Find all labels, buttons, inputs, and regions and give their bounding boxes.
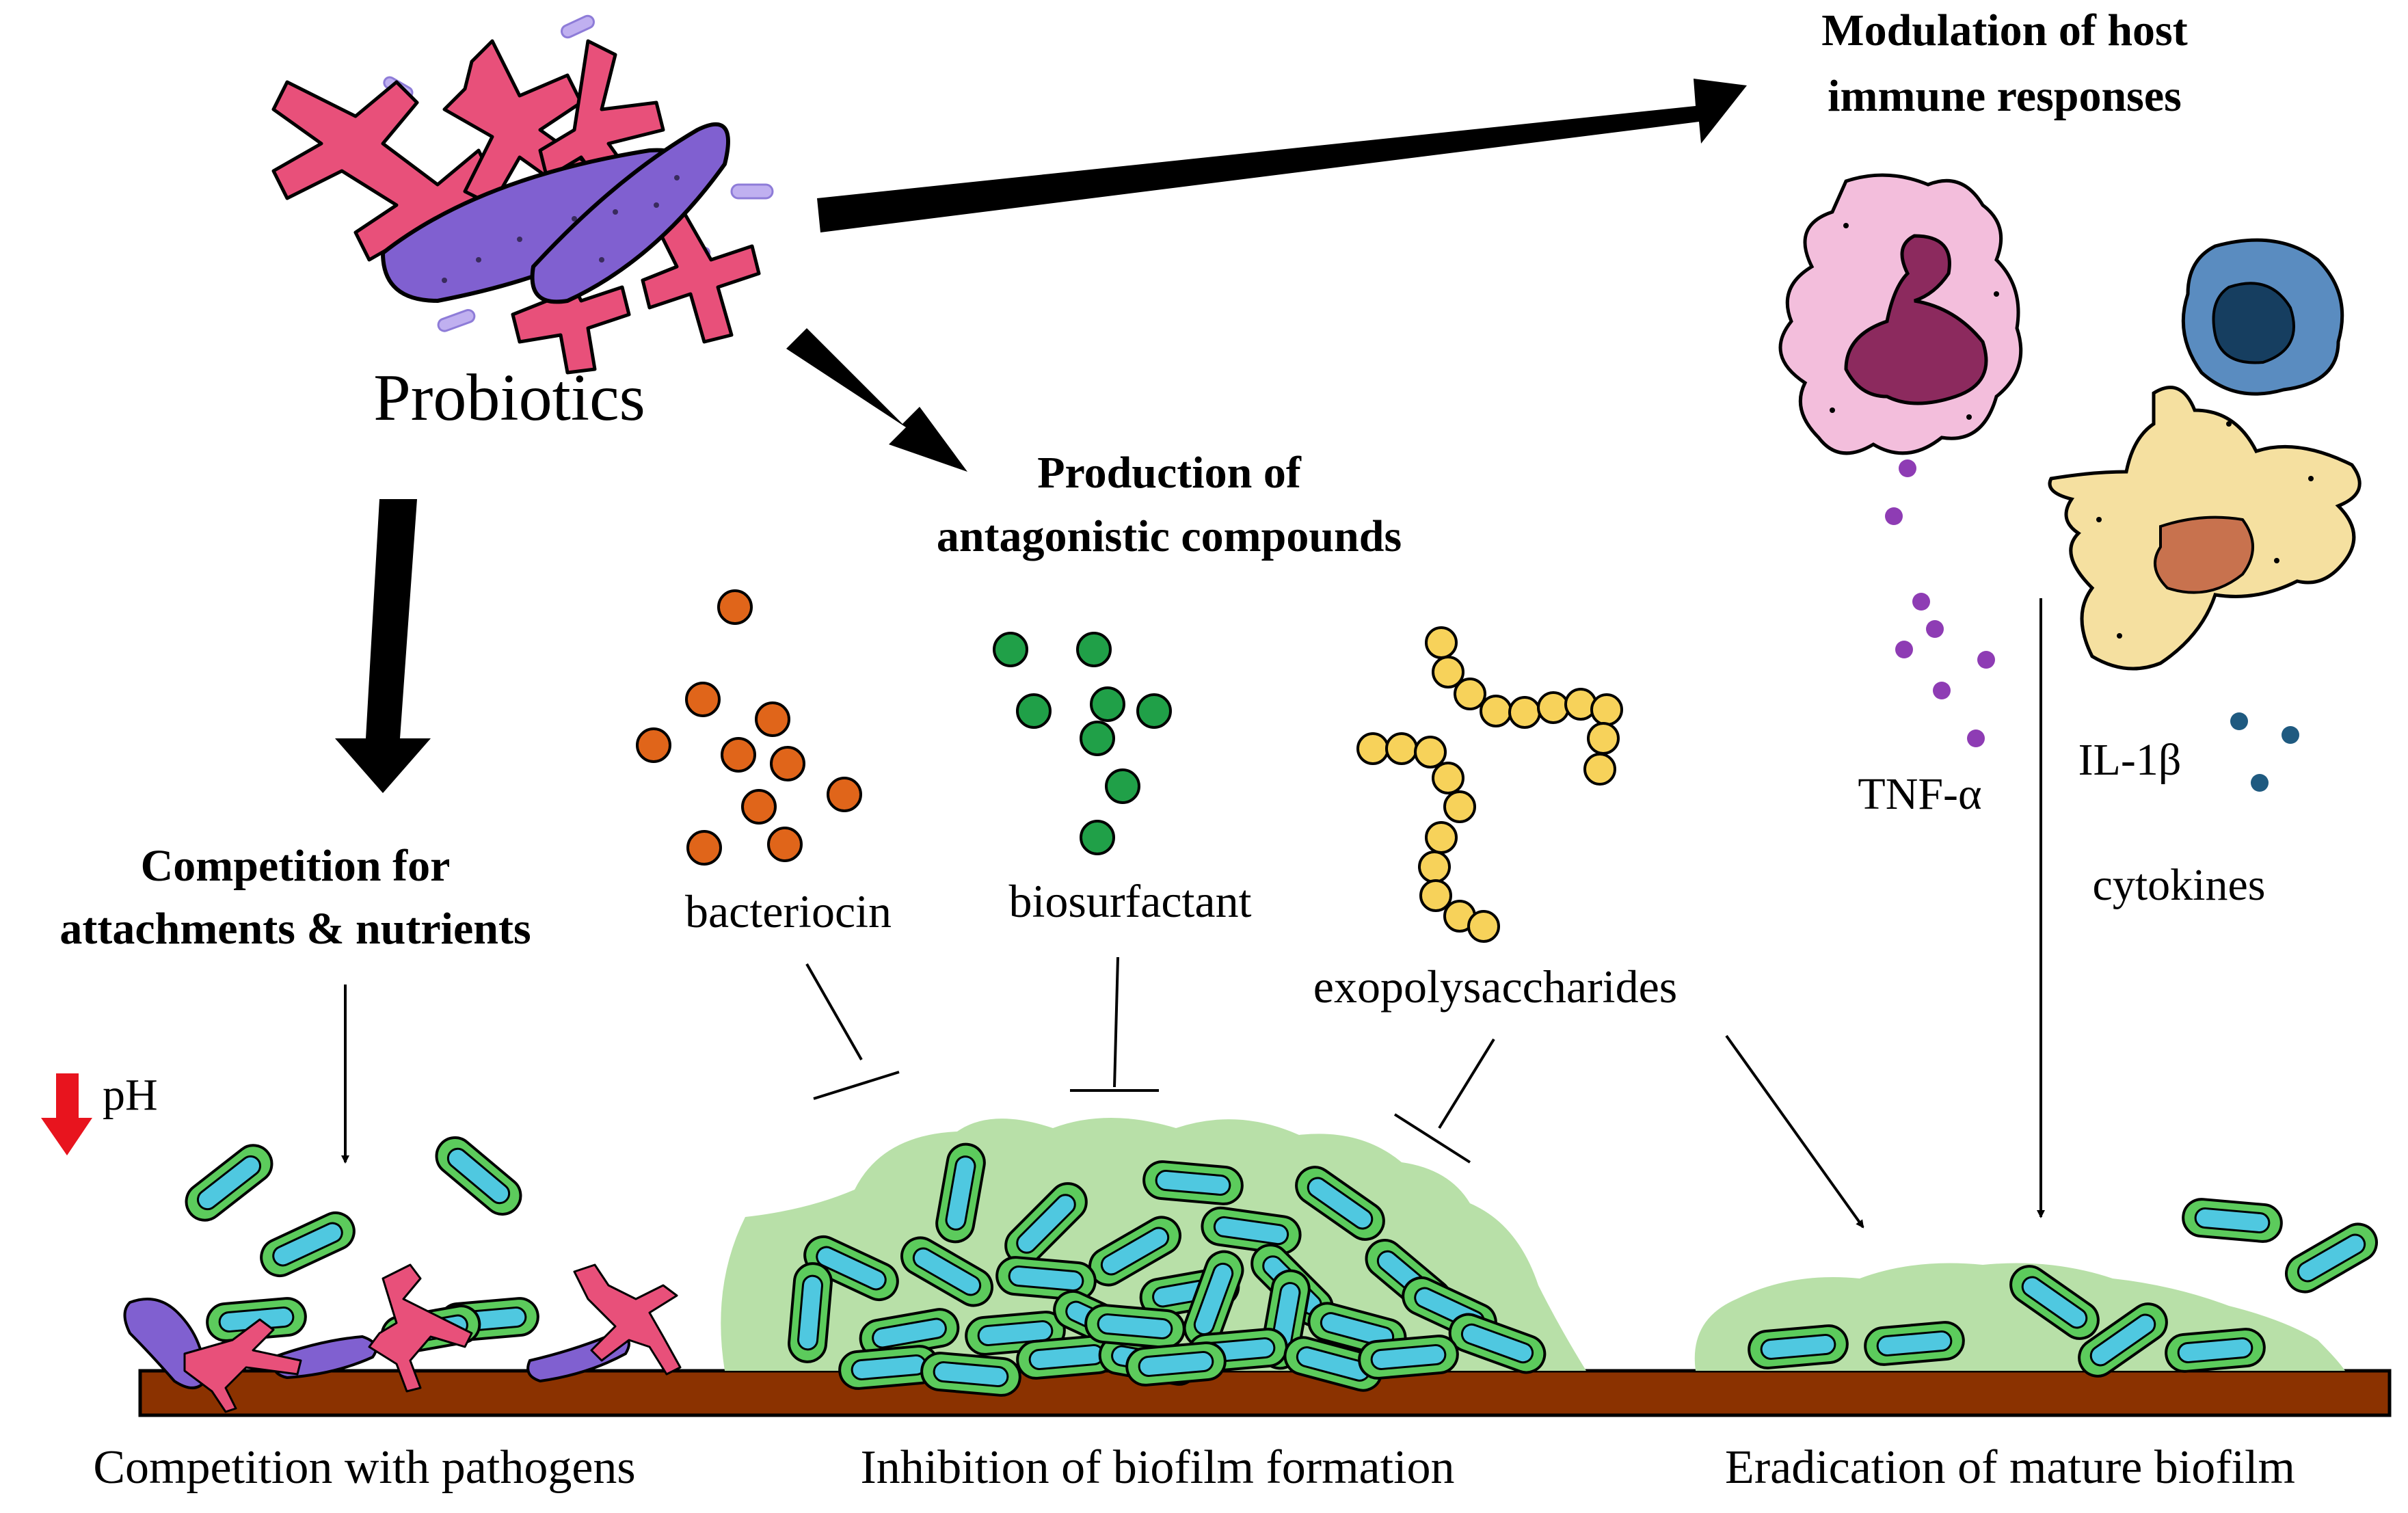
probiotics-cluster [271, 14, 774, 375]
bacterium-rod [935, 1142, 986, 1244]
bacterium-rod [1201, 1206, 1302, 1255]
bacterium-rod [859, 1308, 960, 1358]
bacterium-rod [1448, 1313, 1547, 1374]
lymphocyte-cell [2181, 238, 2344, 396]
pathogen-pink-branch [368, 1263, 473, 1393]
ph-label: pH [103, 1070, 158, 1120]
biosurfactant-dots [993, 632, 1172, 855]
caption-eradication-of-biofilm: Eradication of mature biofilm [1725, 1441, 2295, 1494]
thin-arrows [341, 598, 2045, 1229]
antagonistic-compounds-title-line2: antagonistic compounds [936, 511, 1402, 561]
bacteriocin-label: bacteriocin [684, 885, 892, 937]
bacterium-rod [185, 1144, 273, 1222]
probiotics-label: Probiotics [373, 361, 645, 435]
immune-modulation-title-line1: Modulation of host [1821, 5, 2188, 55]
bacterium-rod [1084, 1304, 1186, 1349]
arrow-to-competition [335, 499, 431, 793]
exopolysaccharides-label: exopolysaccharides [1313, 961, 1678, 1013]
bacteria-rods [185, 1136, 2378, 1397]
bacterium-rod [2285, 1222, 2378, 1294]
cytokines-label: cytokines [2092, 860, 2266, 910]
bacterium-rod [1358, 1335, 1459, 1380]
caption-inhibition-of-biofilm: Inhibition of biofilm formation [860, 1441, 1455, 1494]
main-arrows [335, 79, 1747, 793]
bacteriocin-inhibition-line [805, 963, 863, 1060]
eps-inhibition-line [1438, 1038, 1495, 1129]
bacterium-rod [435, 1136, 522, 1216]
eps-inhibition-bar [1393, 1113, 1471, 1164]
bacterium-rod [1283, 1336, 1383, 1392]
antagonistic-compounds-title-line1: Production of [1037, 448, 1301, 498]
arrow-eps-to-eradication [1725, 1034, 1864, 1229]
substrate-surface [138, 1369, 2392, 1417]
bacterium-rod [206, 1297, 307, 1342]
exopolysaccharide-chains [1356, 626, 1623, 943]
bacterium-rod [1125, 1341, 1227, 1387]
arrow-to-immune-modulation [817, 79, 1747, 232]
bacterium-rod [1864, 1321, 1965, 1366]
neutrophil-cell [1778, 173, 2023, 455]
il1b-label: IL-1β [2078, 735, 2182, 785]
inhibition-lines [805, 956, 1495, 1164]
pathogens-left [123, 1263, 682, 1413]
bacterium-rod [260, 1211, 356, 1278]
bacterium-rod [1748, 1324, 1849, 1369]
bacterium-rod [2182, 1198, 2283, 1243]
bacterium-rod [2165, 1328, 2266, 1373]
il1b-dots [2230, 712, 2299, 792]
bacterium-rod [920, 1352, 1021, 1397]
bacterium-rod [2078, 1302, 2168, 1378]
tnf-alpha-label: TNF-α [1858, 769, 1982, 819]
bacterium-rod [1295, 1166, 1385, 1241]
ph-down-arrow [41, 1073, 92, 1155]
competition-title-line2: attachments & nutrients [59, 904, 531, 954]
immune-modulation-title-line2: immune responses [1828, 71, 2182, 121]
probiotic-lactobacilli [380, 122, 730, 304]
bacterium-rod [2009, 1265, 2100, 1340]
bacterium-rod [1142, 1160, 1244, 1205]
bacterium-rod [788, 1262, 833, 1363]
bacterium-rod [995, 1256, 1097, 1301]
pathogen-pink-branch [573, 1263, 682, 1376]
caption-competition-with-pathogens: Competition with pathogens [93, 1441, 636, 1494]
bacterium-rod [803, 1235, 899, 1302]
biosurfactant-label: biosurfactant [1008, 875, 1252, 927]
bacteriocin-inhibition-bar [813, 1071, 900, 1100]
pathogen-pink-branch [183, 1318, 302, 1413]
bacterium-rod [900, 1236, 993, 1307]
biosurfactant-inhibition-line [1113, 956, 1119, 1088]
macrophage-cell [2048, 386, 2362, 671]
arrow-to-antagonistic-compounds [786, 328, 967, 472]
bacterium-rod [1183, 1250, 1244, 1348]
competition-title-line1: Competition for [140, 841, 451, 891]
tnf-alpha-dots [1885, 459, 1995, 747]
bacteriocin-dots [636, 589, 862, 866]
